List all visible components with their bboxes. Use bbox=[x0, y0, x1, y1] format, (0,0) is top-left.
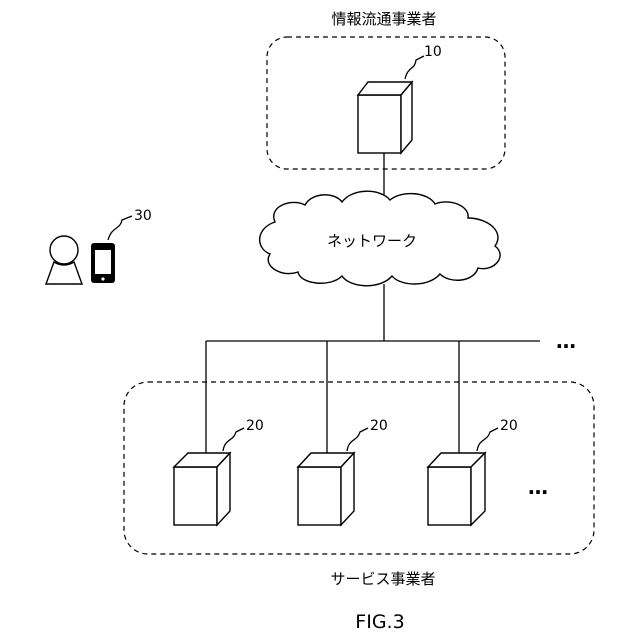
smartphone-terminal bbox=[91, 243, 115, 283]
info-provider-group: 情報流通事業者 10 bbox=[267, 10, 505, 169]
service-provider-label: サービス事業者 bbox=[330, 570, 435, 588]
user-figure bbox=[46, 236, 82, 284]
figure-caption: FIG.3 bbox=[355, 611, 404, 633]
ref-number-20-3: 20 bbox=[500, 418, 518, 434]
info-provider-label: 情報流通事業者 bbox=[331, 10, 436, 28]
ref-number-30: 30 bbox=[134, 208, 152, 224]
ref-leader-10 bbox=[405, 56, 424, 79]
bus-more-ellipsis: … bbox=[556, 329, 578, 353]
ref-leader-20-3 bbox=[477, 428, 498, 451]
ref-number-20-2: 20 bbox=[370, 418, 388, 434]
more-servers-ellipsis: … bbox=[528, 475, 550, 499]
network-cloud: ネットワーク bbox=[260, 191, 500, 286]
ref-leader-20-1 bbox=[223, 428, 244, 451]
service-server-2 bbox=[298, 453, 354, 525]
service-server-3 bbox=[428, 453, 485, 525]
info-provider-server bbox=[358, 82, 412, 153]
ref-number-20-1: 20 bbox=[246, 418, 264, 434]
ref-number-10: 10 bbox=[424, 44, 442, 60]
ref-leader-20-2 bbox=[347, 428, 368, 451]
ref-leader-30 bbox=[108, 216, 132, 240]
service-server-1 bbox=[174, 453, 230, 525]
user-head bbox=[50, 236, 78, 264]
service-provider-group: 20 20 20 … サービス事業者 bbox=[124, 382, 594, 588]
network-label: ネットワーク bbox=[327, 232, 417, 250]
user-body bbox=[46, 262, 82, 284]
